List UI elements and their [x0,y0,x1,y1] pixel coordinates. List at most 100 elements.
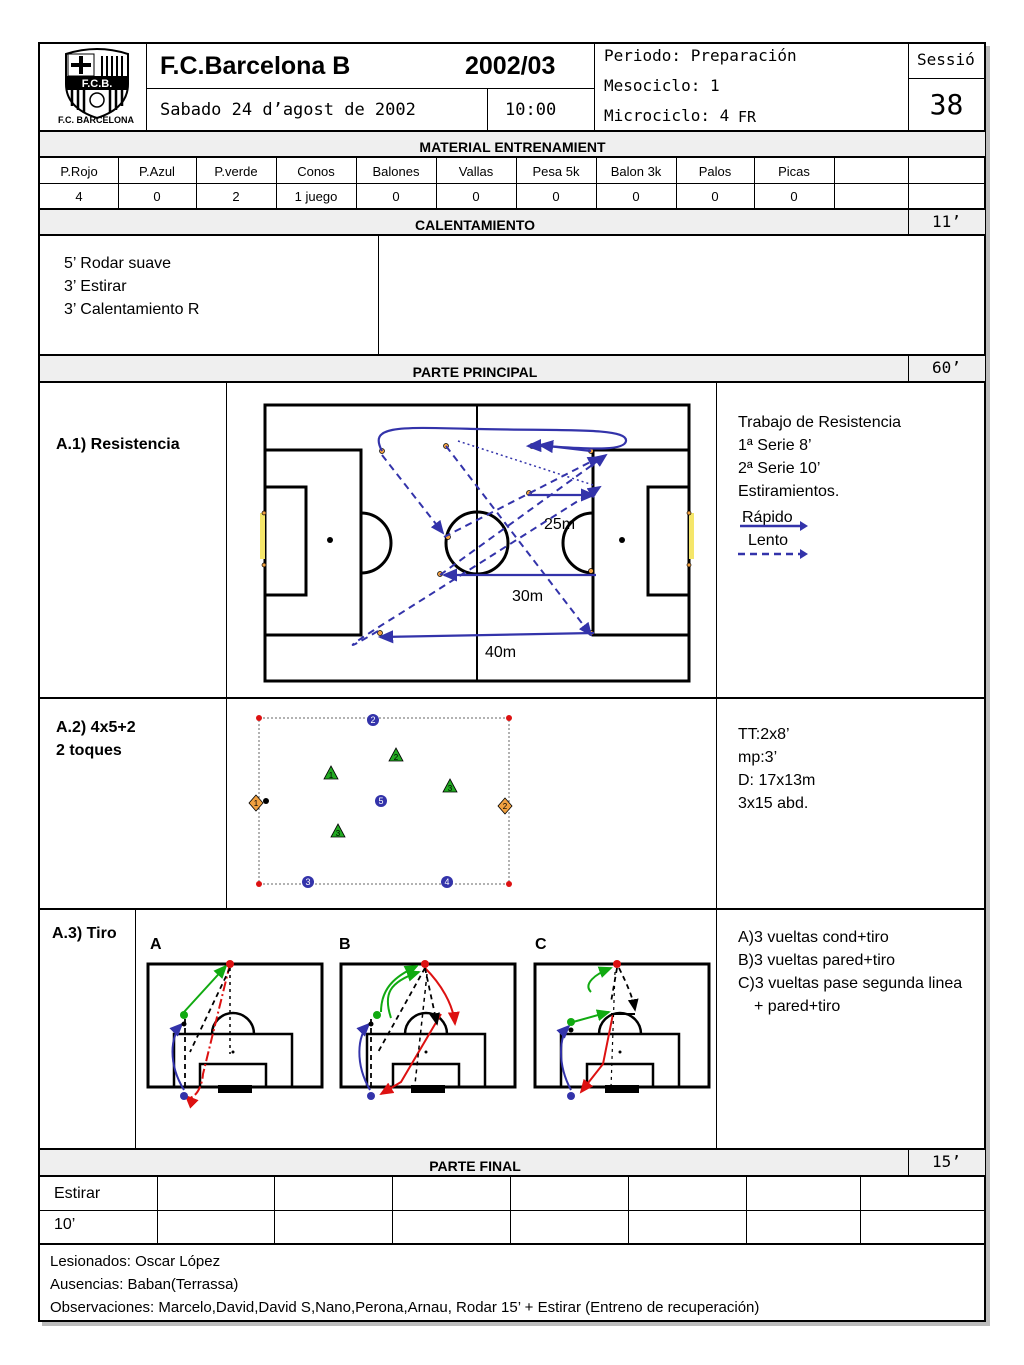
a3-label: A.3) Tiro [52,925,117,942]
final-title: PARTE FINAL [429,1158,521,1174]
session-label: Sessió [917,50,975,69]
panel-b-label: B [339,936,351,953]
shot-panel-c [533,960,711,1100]
lesionados: Lesionados: Oscar López [50,1253,221,1270]
shooting-diagrams [137,912,715,1146]
a2-label: A.2) 4x5+2 2 toques [56,716,136,762]
observaciones: Observaciones: Marcelo,David,David S,Nan… [50,1299,760,1316]
a1-label: A.1) Resistencia [56,436,180,453]
a1-note: 1ª Serie 8’ [738,437,812,454]
season: 2002/03 [465,52,556,80]
club-logo: F.C.B. [52,46,142,128]
shot-panel-b [339,960,517,1100]
a3-notes: A)3 vueltas cond+tiro B)3 vueltas pared+… [738,926,962,1018]
a3-note: C)3 vueltas pase segunda linea [738,975,963,992]
material-value: 0 [552,189,560,204]
material-header: Pesa 5k [532,164,580,179]
team-title: F.C.Barcelona B [160,52,351,80]
material-header: Vallas [458,164,494,179]
a2-note: TT:2x8’ [738,726,790,743]
mesociclo: Mesociclo: 1 [604,76,720,95]
green-players [323,747,458,838]
calentamiento-item: 3’ Calentamiento R [64,301,200,318]
blue-player-4: 4 [444,877,449,887]
material-value: 2 [232,189,240,204]
a2-label-line: A.2) 4x5+2 [56,719,136,736]
a1-note: Trabajo de Resistencia [738,414,902,431]
calentamiento-item: 3’ Estirar [64,278,127,295]
microciclo-suffix: FR [738,108,757,126]
green-player: 3 [336,829,341,838]
material-value: 0 [153,189,161,204]
final-row-2: 10’ [54,1216,76,1233]
material-value: 1 juego [294,189,338,204]
a2-note: D: 17x13m [738,772,816,789]
a2-note: mp:3’ [738,749,778,766]
a1-notes: Trabajo de Resistencia 1ª Serie 8’ 2ª Se… [738,411,901,503]
shot-panel-a [146,960,324,1109]
orange-players [248,794,513,815]
final-time: 15’ [932,1152,961,1171]
material-header: Conos [297,164,335,179]
a1-note: Estiramientos. [738,483,840,500]
session-time: 10:00 [505,100,557,120]
principal-title: PARTE PRINCIPAL [412,364,538,380]
a2-label-line: 2 toques [56,742,122,759]
material-header: Balones [372,164,420,179]
logo-fcb-text: F.C.B. [82,78,113,90]
a2-notes: TT:2x8’ mp:3’ D: 17x13m 3x15 abd. [738,723,815,815]
orange-player: 1 [254,799,259,808]
green-player: 2 [394,753,399,762]
a3-note: + pared+tiro [754,998,841,1015]
calentamiento-title: CALENTAMIENTO [414,217,536,233]
green-player: 1 [329,771,334,780]
panel-a-label: A [150,936,162,953]
calentamiento-time: 11’ [932,212,961,231]
football-pitch [263,403,691,683]
resistance-field-diagram: 25m 30m 40m [228,385,714,695]
blue-players [302,714,453,888]
principal-time: 60’ [932,358,961,377]
blue-player-2: 2 [370,715,375,725]
material-value: 0 [632,189,640,204]
material-value: 4 [75,189,83,204]
a3-note: B)3 vueltas pared+tiro [738,952,895,969]
material-header: P.verde [214,164,258,179]
blue-player-5: 5 [378,796,383,806]
calentamiento-item: 5’ Rodar suave [64,255,172,272]
session-date: Sabado 24 d’agost de 2002 [160,100,416,120]
session-sheet [38,42,986,1322]
material-header: Balon 3k [610,164,662,179]
material-value: 0 [711,189,719,204]
panel-c-label: C [535,936,547,953]
a2-note: 3x15 abd. [738,795,809,812]
green-player: 3 [448,784,453,793]
ausencias: Ausencias: Baban(Terrassa) [50,1276,239,1293]
orange-player: 2 [503,802,508,811]
a1-note: 2ª Serie 10’ [738,460,821,477]
material-header: Palos [698,164,732,179]
dist-25m: 25m [544,516,575,533]
microciclo: Microciclo: 4 [604,106,730,125]
material-value: 0 [790,189,798,204]
material-header: P.Rojo [60,164,98,179]
legend-slow-label: Lento [748,532,789,549]
blue-player-3: 3 [305,877,310,887]
a3-note: A)3 vueltas cond+tiro [738,929,889,946]
session-number: 38 [929,88,964,121]
dist-40m: 40m [485,644,516,661]
final-row-1: Estirar [54,1185,101,1202]
periodo: Periodo: Preparación [604,46,797,65]
material-header: Picas [778,164,810,179]
material-value: 0 [392,189,400,204]
material-title: MATERIAL ENTRENAMIENT [419,139,606,155]
material-value: 0 [472,189,480,204]
footer-notes: Lesionados: Oscar López Ausencias: Baban… [50,1250,759,1319]
legend-arrows [736,518,816,562]
legend-fast-label: Rápido [742,509,793,526]
rondo-diagram: 2 5 3 4 2 1 3 3 1 2 [228,700,714,908]
dist-30m: 30m [512,588,543,605]
material-header: P.Azul [139,164,175,179]
club-name-small: F.C. BARCELONA [58,115,134,125]
calentamiento-list: 5’ Rodar suave 3’ Estirar 3’ Calentamien… [64,252,199,321]
